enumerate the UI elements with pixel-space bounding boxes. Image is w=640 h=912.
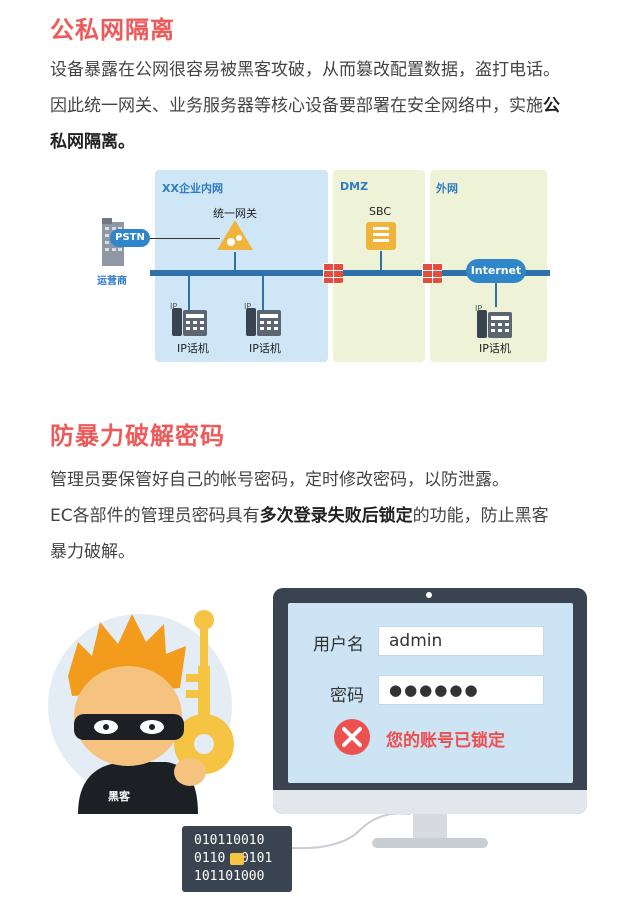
password-field[interactable]: ●●●●●●: [378, 675, 544, 705]
isolation-line-2: 因此统一网关、业务服务器等核心设备要部署在安全网络中，实施公: [50, 88, 610, 124]
section-title-isolation: 公私网隔离: [50, 16, 175, 44]
gateway-link: [234, 252, 236, 270]
monitor-chin: [273, 790, 587, 814]
ip-badge: IP: [244, 302, 252, 311]
bruteforce-line-2-bold: 多次登录失败后锁定: [259, 506, 413, 526]
network-bus: [150, 270, 550, 276]
error-x-icon: [334, 719, 370, 755]
ip-phone-icon: [172, 308, 207, 336]
bruteforce-line-2: EC各部件的管理员密码具有多次登录失败后锁定的功能，防止黑客: [50, 498, 610, 534]
monitor-base: [372, 838, 488, 848]
firewall-icon: [422, 263, 442, 283]
phone-link: [262, 276, 264, 312]
highlight-chip: [230, 853, 244, 865]
binary-row: 010110010: [194, 833, 265, 848]
phone-link: [495, 283, 497, 307]
ip-badge: IP: [170, 302, 178, 311]
phone-label: IP话机: [177, 342, 209, 355]
gateway-icon: [217, 220, 253, 250]
carrier-label: 运营商: [97, 276, 127, 287]
binary-code-box: 010110010 0110 0101 101101000: [182, 826, 292, 892]
bruteforce-line-2-post: 的功能，防止黑客: [412, 506, 549, 526]
phone-link: [188, 276, 190, 312]
hacker-illustration: [48, 610, 234, 814]
zone-external-label: 外网: [436, 182, 458, 195]
bruteforce-line-3: 暴力破解。: [50, 542, 135, 562]
ip-phone-icon: [246, 308, 281, 336]
isolation-line-3-bold: 私网隔离。: [50, 132, 135, 152]
isolation-line-1: 设备暴露在公网很容易被黑客攻破，从而篡改配置数据，盗打电话。: [50, 60, 560, 80]
bruteforce-paragraph: 管理员要保管好自己的帐号密码，定时修改密码，以防泄露。 EC各部件的管理员密码具…: [50, 462, 610, 570]
zone-dmz: [333, 170, 425, 362]
section-title-bruteforce: 防暴力破解密码: [50, 422, 225, 450]
sbc-icon: [366, 222, 396, 250]
ip-badge: IP: [475, 304, 483, 313]
sbc-label: SBC: [368, 205, 392, 218]
pstn-cloud: PSTN: [110, 229, 150, 247]
firewall-icon: [323, 263, 343, 283]
account-locked-message: 您的账号已锁定: [386, 731, 505, 751]
isolation-line-3: 私网隔离。: [50, 124, 610, 160]
gateway-label: 统一网关: [213, 207, 257, 220]
internet-cloud: Internet: [466, 259, 526, 283]
binary-row-text: 0110 0101: [194, 851, 273, 866]
bruteforce-line-1: 管理员要保管好自己的帐号密码，定时修改密码，以防泄露。: [50, 470, 509, 490]
isolation-line-2-text: 因此统一网关、业务服务器等核心设备要部署在安全网络中，实施: [50, 96, 543, 116]
binary-row: 101101000: [194, 869, 265, 884]
camera-dot: [426, 592, 432, 598]
binary-row: 0110 0101: [194, 850, 292, 868]
username-label: 用户名: [313, 635, 364, 655]
isolation-line-2-bold: 公: [543, 96, 560, 116]
zone-intranet-label: XX企业内网: [162, 182, 223, 195]
phone-label: IP话机: [249, 342, 281, 355]
phone-label: IP话机: [479, 342, 511, 355]
pstn-link: [150, 238, 220, 239]
ip-phone-icon: [477, 310, 512, 338]
bruteforce-line-2-pre: EC各部件的管理员密码具有: [50, 506, 260, 526]
username-field[interactable]: admin: [378, 626, 544, 656]
hacker-label: 黑客: [108, 790, 130, 803]
zone-dmz-label: DMZ: [340, 180, 369, 193]
sbc-link: [380, 251, 382, 270]
password-label: 密码: [330, 686, 364, 706]
isolation-paragraph: 设备暴露在公网很容易被黑客攻破，从而篡改配置数据，盗打电话。 因此统一网关、业务…: [50, 52, 610, 160]
